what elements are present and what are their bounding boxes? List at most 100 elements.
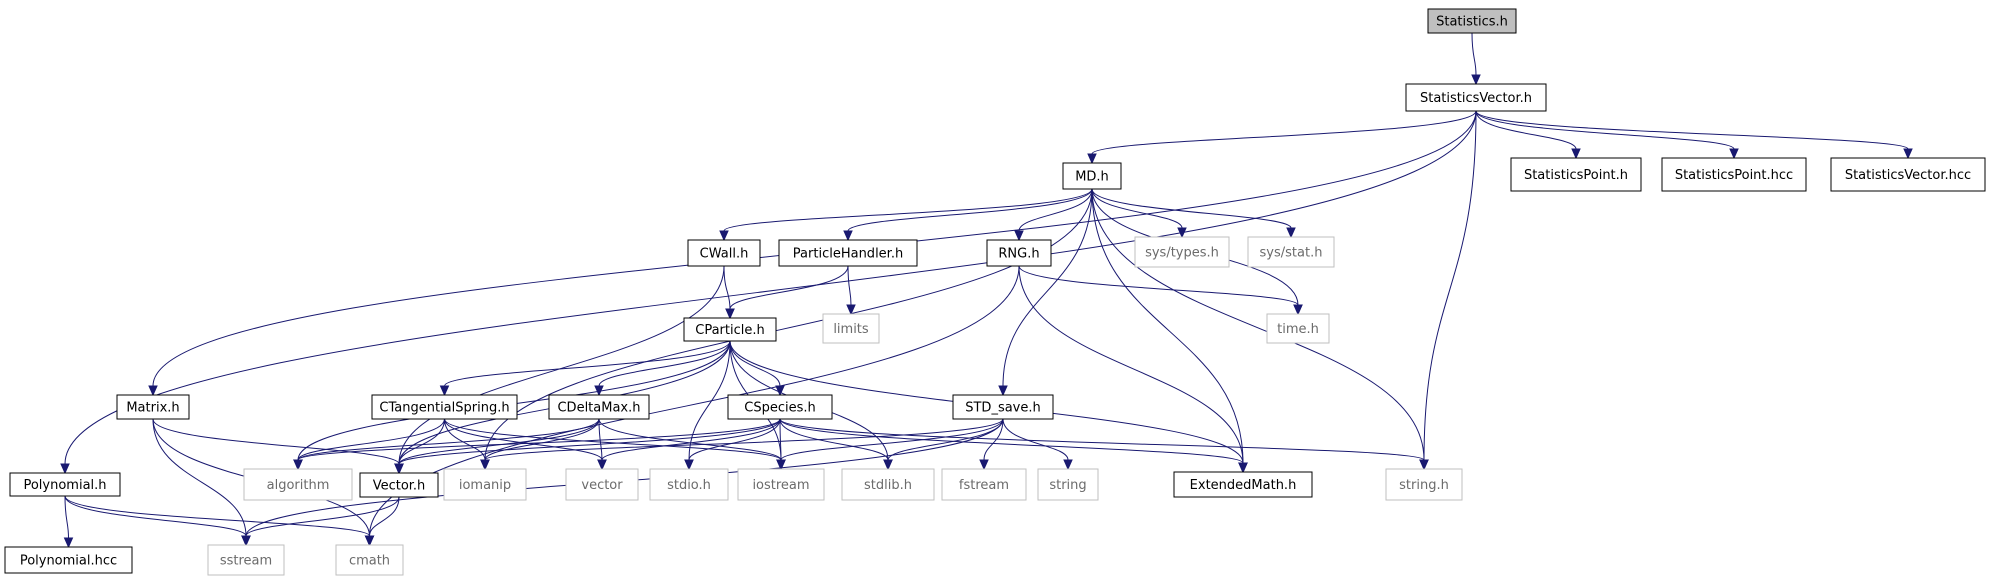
node-stdlib-h: stdlib.h bbox=[841, 468, 935, 501]
node-box bbox=[687, 239, 761, 267]
edge-arrowhead bbox=[480, 459, 490, 471]
edge-arrowhead bbox=[846, 304, 856, 316]
node-box bbox=[1266, 313, 1330, 344]
edge-line bbox=[598, 418, 782, 461]
edge-md_h-to-cwall_h bbox=[719, 188, 1093, 242]
edge-arrowhead bbox=[1286, 227, 1296, 239]
node-particlehandler-h[interactable]: ParticleHandler.h bbox=[778, 239, 918, 267]
edge-line bbox=[1475, 110, 1577, 150]
node-cspecies-h[interactable]: CSpecies.h bbox=[727, 394, 833, 420]
edge-arrowhead bbox=[776, 459, 786, 471]
node-statisticspoint-hcc[interactable]: StatisticsPoint.hcc bbox=[1661, 157, 1807, 192]
edge-cspecies_h-to-extendedmath_h bbox=[779, 418, 1248, 474]
edge-line bbox=[780, 418, 1004, 461]
edge-line bbox=[1018, 188, 1093, 232]
edge-std_save_h-to-iostream bbox=[776, 418, 1004, 471]
edge-arrowhead bbox=[63, 537, 74, 549]
edge-line bbox=[297, 418, 445, 461]
node-statistics-h[interactable]: Statistics.h bbox=[1427, 8, 1517, 34]
edge-line bbox=[444, 340, 731, 387]
node-box bbox=[335, 544, 404, 576]
node-iomanip: iomanip bbox=[443, 468, 527, 501]
edge-line bbox=[1471, 32, 1477, 76]
node-label: StatisticsVector.hcc bbox=[1845, 168, 1971, 183]
edge-std_save_h-to-iomanip bbox=[480, 418, 1004, 471]
edge-line bbox=[1002, 188, 1093, 387]
edge-statisticsvector_h-to-statisticsvector_hcc bbox=[1475, 110, 1913, 160]
edge-line bbox=[779, 418, 782, 461]
edge-cdeltamax_h-to-algorithm bbox=[293, 418, 600, 471]
node-sys-types-h: sys/types.h bbox=[1134, 236, 1230, 268]
node-cparticle-h[interactable]: CParticle.h bbox=[683, 317, 777, 342]
node-statisticspoint-h[interactable]: StatisticsPoint.h bbox=[1510, 157, 1642, 192]
edge-line bbox=[64, 495, 69, 539]
edge-std_save_h-to-string bbox=[1002, 418, 1073, 471]
node-ctangentialspring-h[interactable]: CTangentialSpring.h bbox=[371, 394, 518, 420]
node-label: CWall.h bbox=[700, 247, 749, 262]
edge-md_h-to-rng_h bbox=[1014, 188, 1093, 242]
edge-line bbox=[245, 496, 400, 537]
node-std-save-h[interactable]: STD_save.h bbox=[952, 394, 1054, 420]
node-cmath: cmath bbox=[335, 544, 404, 576]
node-polynomial-h[interactable]: Polynomial.h bbox=[9, 472, 121, 497]
node-label: MD.h bbox=[1075, 170, 1109, 185]
node-label: iomanip bbox=[459, 478, 511, 493]
node-vector-h[interactable]: Vector.h bbox=[359, 472, 439, 498]
node-label: algorithm bbox=[267, 478, 330, 493]
edge-line bbox=[729, 340, 781, 387]
node-box bbox=[243, 468, 353, 501]
node-label: Matrix.h bbox=[126, 401, 179, 416]
node-cdeltamax-h[interactable]: CDeltaMax.h bbox=[548, 394, 650, 420]
node-limits: limits bbox=[822, 313, 880, 344]
edge-ctangentialspring_h-to-iostream bbox=[444, 418, 786, 471]
node-label: string bbox=[1049, 478, 1086, 493]
edge-line bbox=[1091, 188, 1183, 229]
edge-md_h-to-std_save_h bbox=[998, 188, 1093, 397]
edge-line bbox=[369, 496, 400, 537]
edge-matrix_h-to-sstream bbox=[152, 418, 251, 547]
node-rng-h[interactable]: RNG.h bbox=[986, 239, 1052, 267]
node-box bbox=[649, 468, 729, 501]
node-label: sys/stat.h bbox=[1260, 246, 1323, 261]
edge-line bbox=[1475, 110, 1909, 150]
node-label: Statistics.h bbox=[1436, 15, 1508, 30]
edge-arrowhead bbox=[1729, 148, 1739, 160]
node-string-h: string.h bbox=[1385, 468, 1463, 501]
edge-line bbox=[779, 418, 889, 461]
edge-arrowhead bbox=[60, 463, 70, 475]
edge-polynomial_h-to-sstream bbox=[64, 495, 251, 547]
node-statisticsvector-hcc[interactable]: StatisticsVector.hcc bbox=[1830, 157, 1986, 192]
edge-std_save_h-to-fstream bbox=[979, 418, 1004, 471]
node-statisticsvector-h[interactable]: StatisticsVector.h bbox=[1405, 83, 1547, 112]
node-box bbox=[986, 239, 1052, 267]
node-cwall-h[interactable]: CWall.h bbox=[687, 239, 761, 267]
edge-arrowhead bbox=[394, 463, 404, 475]
edge-statisticsvector_h-to-md_h bbox=[1087, 110, 1477, 165]
edge-arrowhead bbox=[1087, 153, 1097, 165]
node-time-h: time.h bbox=[1266, 313, 1330, 344]
node-md-h[interactable]: MD.h bbox=[1062, 162, 1122, 190]
edge-line bbox=[598, 418, 603, 461]
node-extendedmath-h[interactable]: ExtendedMath.h bbox=[1173, 471, 1313, 498]
edge-line bbox=[444, 418, 782, 461]
node-box bbox=[1510, 157, 1642, 192]
edge-arrowhead bbox=[1419, 459, 1429, 471]
edge-line bbox=[398, 265, 725, 465]
edge-line bbox=[779, 418, 1425, 461]
node-matrix-h[interactable]: Matrix.h bbox=[116, 394, 190, 420]
edge-particlehandler_h-to-cparticle_h bbox=[725, 265, 849, 320]
edge-arrowhead bbox=[148, 385, 158, 397]
edge-rng_h-to-time_h bbox=[1018, 265, 1303, 316]
node-label: ExtendedMath.h bbox=[1190, 478, 1297, 493]
edge-line bbox=[297, 418, 600, 461]
node-box bbox=[941, 468, 1027, 501]
edge-cspecies_h-to-algorithm bbox=[293, 418, 781, 471]
node-label: CSpecies.h bbox=[744, 401, 815, 416]
edge-particlehandler_h-to-limits bbox=[846, 265, 856, 316]
edge-md_h-to-sys_types_h bbox=[1091, 188, 1187, 239]
edge-md_h-to-string_h bbox=[1091, 188, 1429, 471]
edge-ctangentialspring_h-to-vector bbox=[444, 418, 607, 471]
node-polynomial-hcc[interactable]: Polynomial.hcc bbox=[4, 546, 133, 574]
